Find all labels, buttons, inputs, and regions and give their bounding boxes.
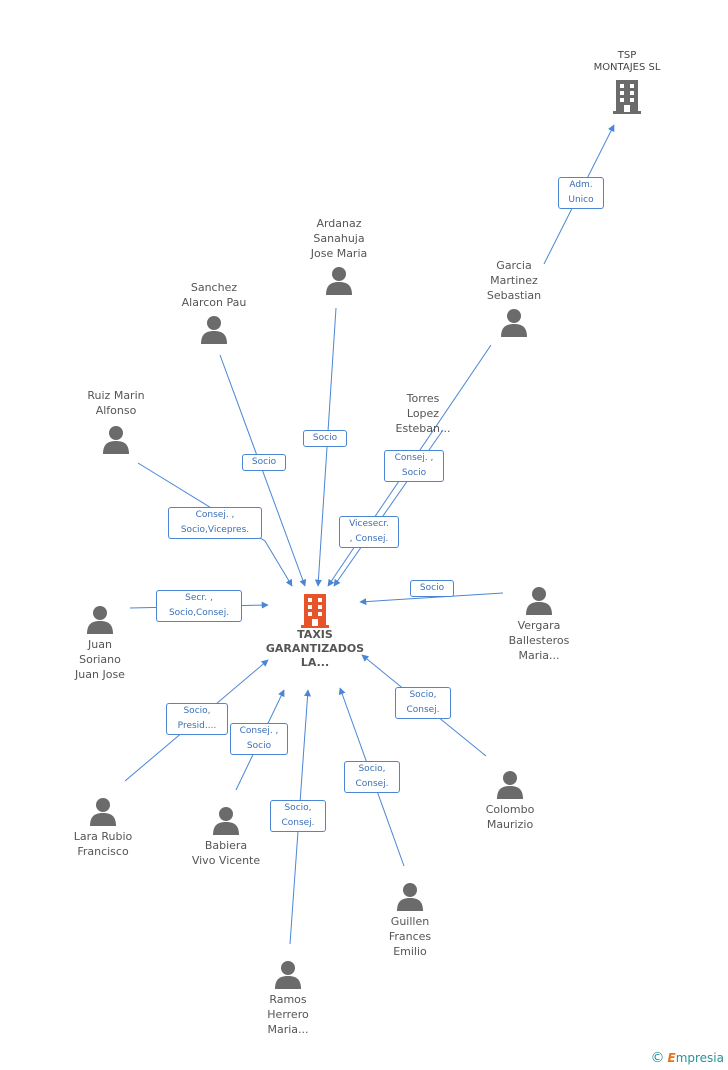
- edge-ardanaz: [314, 307, 337, 587]
- building-icon: [613, 80, 641, 114]
- brand-name: mpresia: [675, 1051, 724, 1065]
- person-node-lara[interactable]: Lara Rubio Francisco: [53, 796, 153, 859]
- empresia-logo[interactable]: ©Empresia: [650, 1050, 724, 1066]
- person-icon: [275, 961, 301, 989]
- person-name: Ramos Herrero Maria...: [267, 993, 309, 1036]
- person-node-ruiz[interactable]: Ruiz Marin Alfonso: [66, 388, 166, 454]
- person-node-torres[interactable]: Torres Lopez Esteban...: [373, 391, 473, 436]
- relation-label-juan[interactable]: Secr. , Socio,Consej.: [156, 590, 242, 622]
- person-node-juan[interactable]: Juan Soriano Juan Jose: [50, 604, 150, 682]
- person-name: Guillen Frances Emilio: [388, 915, 432, 958]
- person-node-vergara[interactable]: Vergara Ballesteros Maria...: [487, 585, 591, 663]
- person-icon: [397, 883, 423, 911]
- person-name: Vergara Ballesteros Maria...: [508, 619, 570, 662]
- person-name: Lara Rubio Francisco: [73, 830, 133, 858]
- person-node-guillen[interactable]: Guillen Frances Emilio: [360, 881, 460, 959]
- brand-initial: E: [667, 1051, 676, 1065]
- person-name: Ardanaz Sanahuja Jose Maria: [310, 217, 368, 260]
- person-icon: [201, 316, 227, 344]
- copyright-icon: ©: [650, 1050, 665, 1066]
- person-node-garcia[interactable]: Garcia Martinez Sebastian: [464, 258, 564, 337]
- person-icon: [501, 309, 527, 337]
- edge-vergara: [359, 592, 504, 606]
- person-name: Sanchez Alarcon Pau: [181, 281, 247, 309]
- relation-label-babiera[interactable]: Consej. , Socio: [230, 723, 288, 755]
- person-node-sanchez[interactable]: Sanchez Alarcon Pau: [164, 280, 264, 344]
- company-name: TSP MONTAJES SL: [593, 50, 661, 73]
- person-node-babiera[interactable]: Babiera Vivo Vicente: [176, 805, 276, 868]
- relation-label-ruiz[interactable]: Consej. , Socio,Vicepres.: [168, 507, 262, 539]
- person-name: Garcia Martinez Sebastian: [486, 259, 542, 302]
- relation-label-garcia[interactable]: Vicesecr. , Consej.: [339, 516, 399, 548]
- person-icon: [526, 587, 552, 615]
- relation-label-colombo[interactable]: Socio, Consej.: [395, 687, 451, 719]
- edge-ruiz: [137, 462, 293, 587]
- person-name: Torres Lopez Esteban...: [395, 392, 451, 435]
- person-node-ramos[interactable]: Ramos Herrero Maria...: [238, 959, 338, 1037]
- person-node-colombo[interactable]: Colombo Maurizio: [460, 769, 560, 832]
- person-icon: [90, 798, 116, 826]
- relation-label-adm[interactable]: Adm. Unico: [558, 177, 604, 209]
- building-icon: [301, 594, 329, 628]
- person-name: Colombo Maurizio: [485, 803, 535, 831]
- relation-label-ardanaz[interactable]: Socio: [303, 430, 347, 447]
- relation-label-guillen[interactable]: Socio, Consej.: [344, 761, 400, 793]
- relation-label-vergara[interactable]: Socio: [410, 580, 454, 597]
- person-icon: [103, 426, 129, 454]
- relation-label-lara[interactable]: Socio, Presid....: [166, 703, 228, 735]
- relation-label-sanchez[interactable]: Socio: [242, 454, 286, 471]
- company-node-tsp[interactable]: TSP MONTAJES SL: [577, 50, 677, 114]
- person-icon: [87, 606, 113, 634]
- relation-label-ramos[interactable]: Socio, Consej.: [270, 800, 326, 832]
- person-name: Babiera Vivo Vicente: [191, 839, 261, 867]
- center-company-node[interactable]: TAXIS GARANTIZADOS LA...: [256, 594, 374, 670]
- person-node-ardanaz[interactable]: Ardanaz Sanahuja Jose Maria: [289, 216, 389, 295]
- person-name: Juan Soriano Juan Jose: [75, 638, 125, 681]
- person-name: Ruiz Marin Alfonso: [87, 389, 145, 417]
- person-icon: [326, 267, 352, 295]
- person-icon: [213, 807, 239, 835]
- center-company-name: TAXIS GARANTIZADOS LA...: [265, 628, 365, 669]
- relation-label-torres[interactable]: Consej. , Socio: [384, 450, 444, 482]
- person-icon: [497, 771, 523, 799]
